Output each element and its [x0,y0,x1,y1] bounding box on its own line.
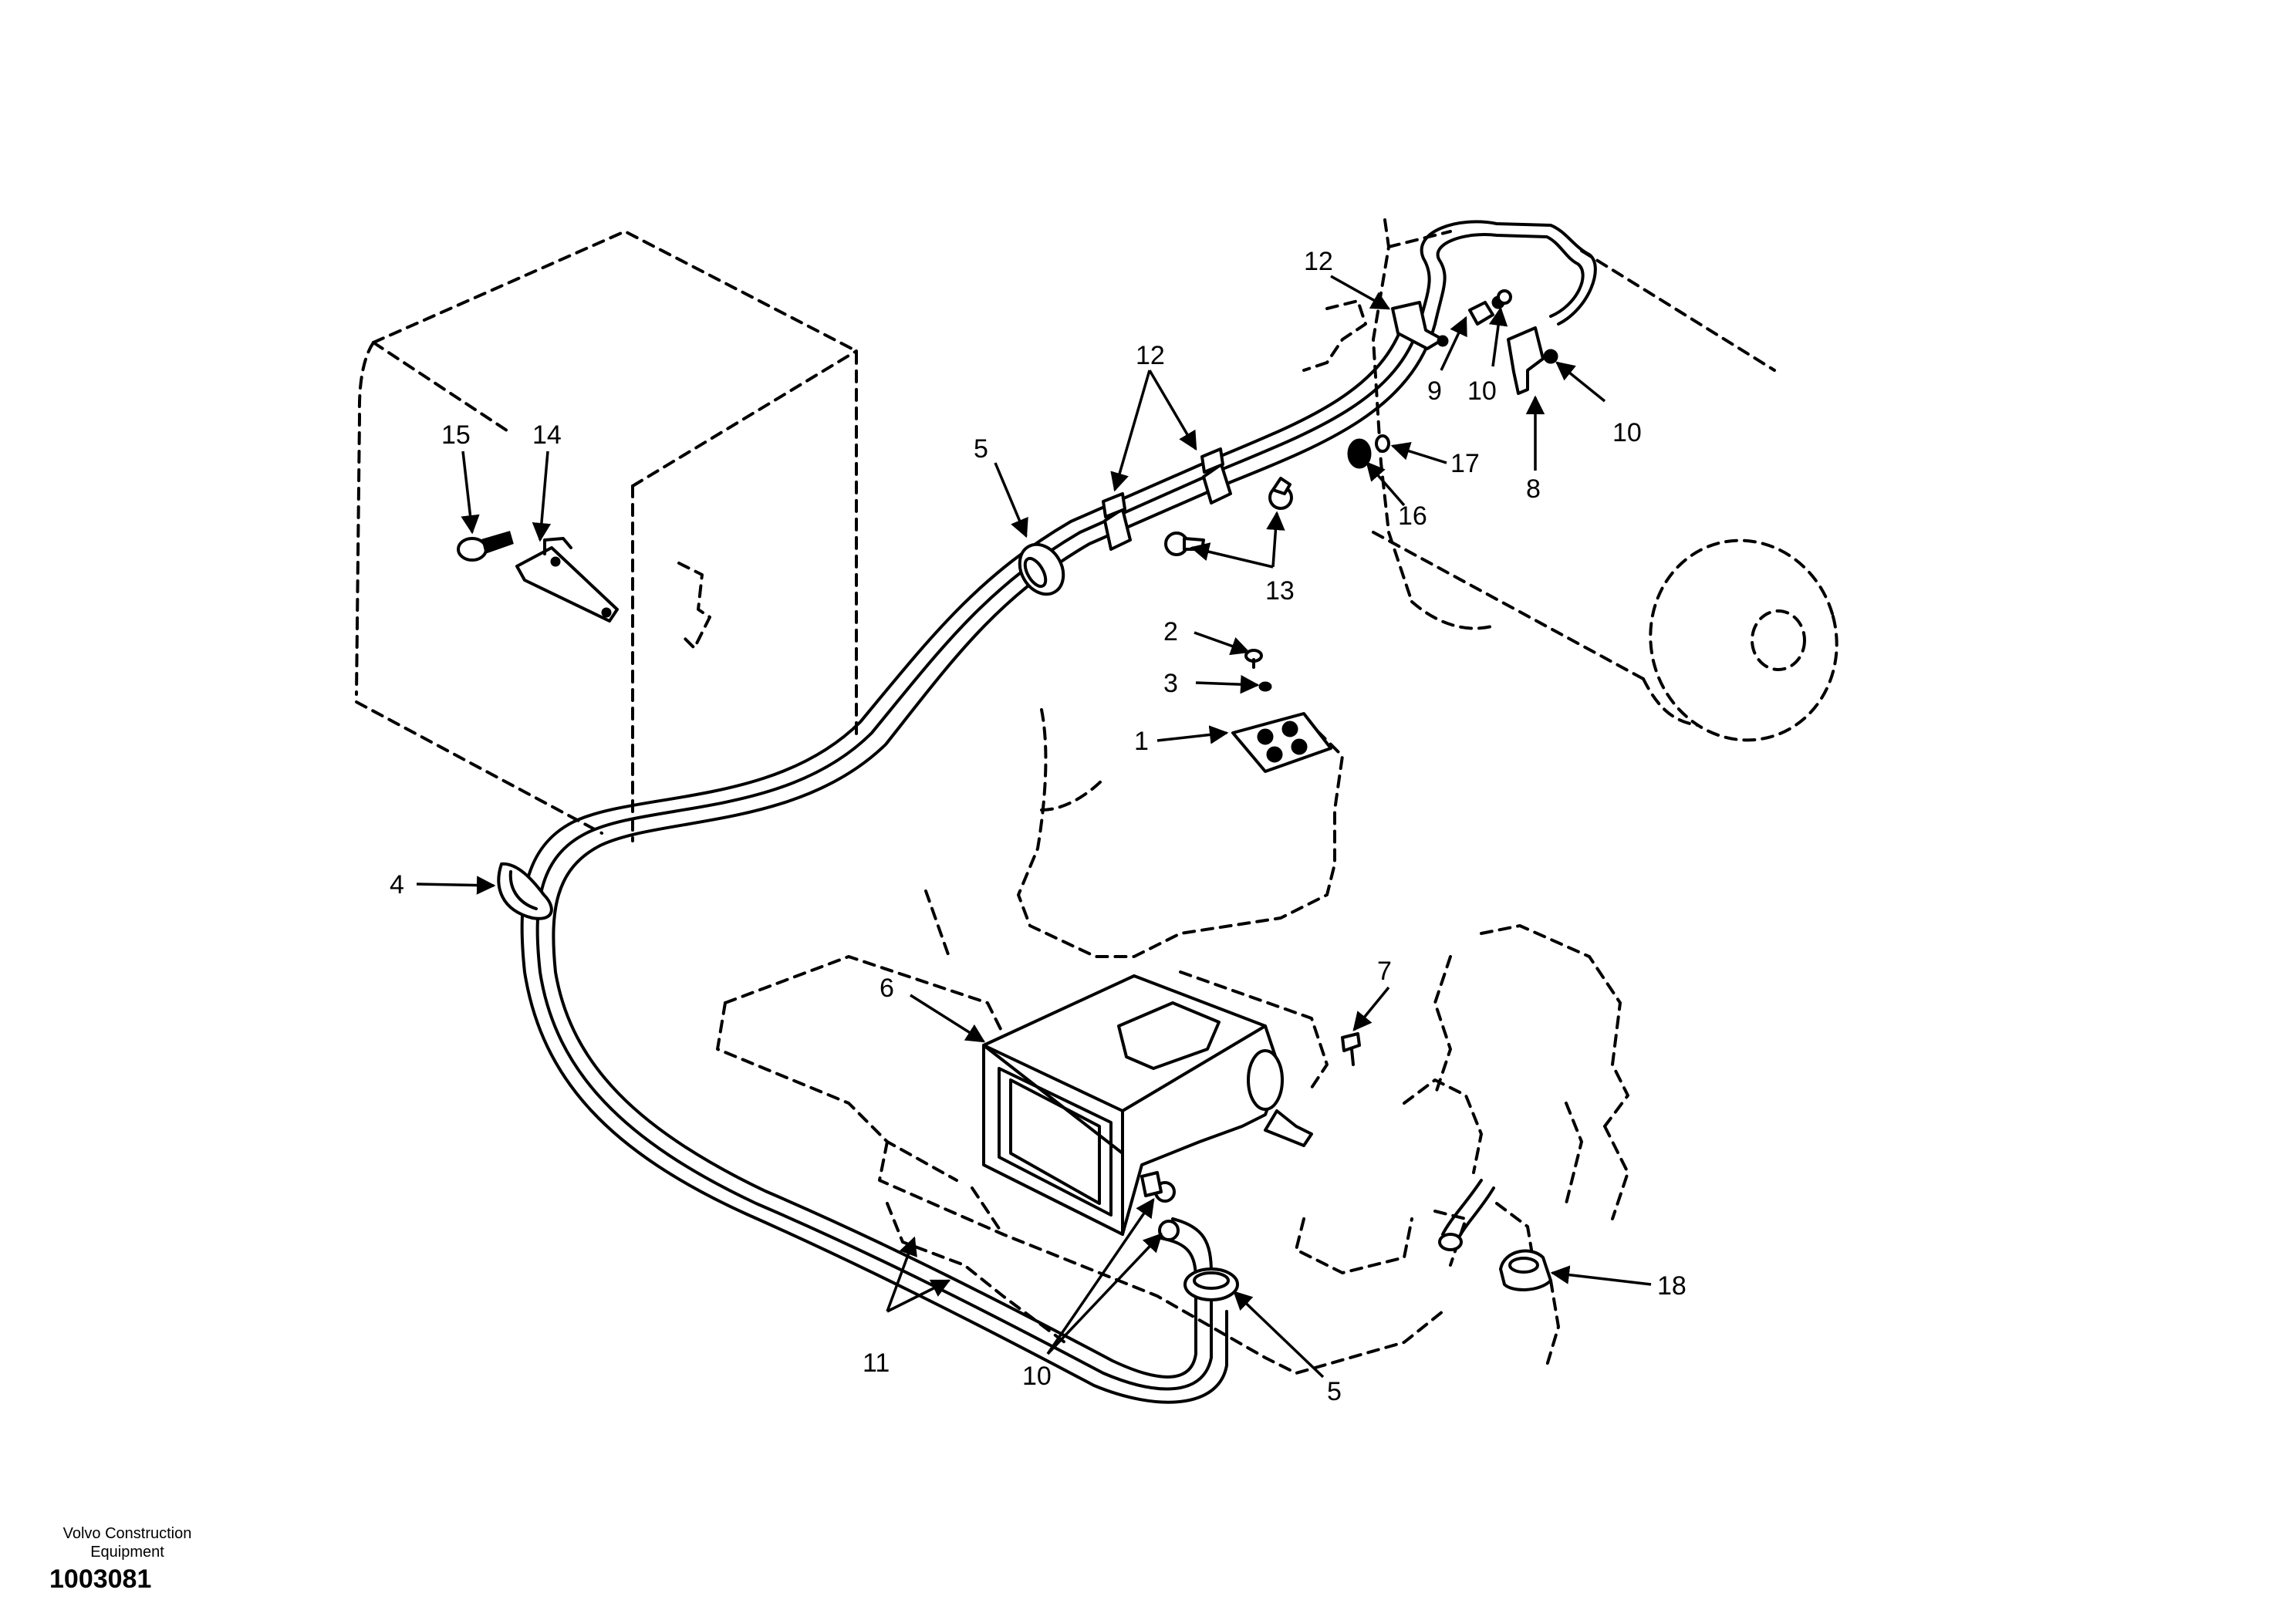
clamp-12-b [1200,447,1232,505]
nut-16-washer-17 [1347,434,1390,469]
callout-14: 14 [532,420,562,450]
callout-leaders [416,275,1652,1379]
callout-13: 13 [1265,576,1295,606]
callout-5-upper: 5 [974,434,988,464]
callout-16: 16 [1398,501,1427,531]
hose-end-detail [1438,1179,1495,1251]
grommet-5-lower [1183,1267,1239,1301]
callout-10-lower: 10 [1022,1362,1052,1391]
company-name-line1: Volvo Construction [62,1525,192,1542]
fitting-9-10 [1468,289,1512,326]
callout-9: 9 [1427,376,1442,406]
company-name-line2: Equipment [90,1544,164,1561]
bracket-14 [515,537,619,623]
clip-4 [497,862,553,920]
callout-labels: 1 2 3 4 5 5 6 7 8 9 10 10 10 11 12 12 13… [390,247,1687,1406]
heater-unit [982,974,1313,1241]
callout-6: 6 [880,974,894,1003]
clamp-12-a [1102,492,1132,551]
hose-11 [520,220,1597,1404]
grommet-18 [1499,1249,1552,1291]
callout-17: 17 [1450,449,1480,478]
valve-8 [1507,326,1558,395]
callout-1: 1 [1134,727,1149,756]
callout-3: 3 [1163,669,1178,698]
callout-11: 11 [863,1348,890,1378]
callout-12-upper: 12 [1304,247,1333,276]
cabinet-outline [355,230,858,842]
drawing-number: 1003081 [49,1564,152,1594]
screw-7 [1341,1032,1361,1066]
callout-4: 4 [390,870,404,899]
callout-18: 18 [1657,1271,1687,1301]
callout-10-upper-left: 10 [1467,376,1497,406]
callout-8: 8 [1526,474,1541,504]
body-outline [716,708,1629,1375]
screw-15 [457,531,514,562]
callout-15: 15 [441,420,471,450]
company-name: Volvo Construction Equipment [0,1524,255,1561]
callout-7: 7 [1377,957,1392,986]
callout-10-upper-right: 10 [1612,418,1642,447]
engine-outline [1302,218,1838,742]
callout-2: 2 [1163,617,1178,646]
clamp-12-c [1391,301,1449,350]
callout-5-lower: 5 [1327,1377,1342,1406]
callout-12-middle: 12 [1136,341,1165,370]
cover-plate-1 [1231,712,1332,773]
grommet-5-upper [1018,542,1065,596]
